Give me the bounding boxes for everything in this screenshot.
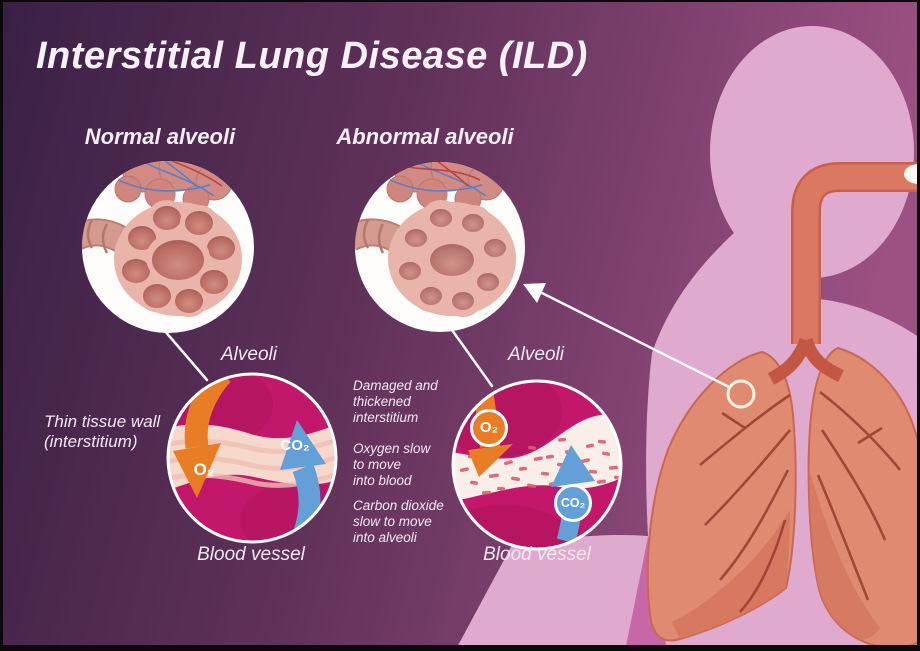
blood-vessel-label-normal: Blood vessel [197, 544, 305, 565]
lungs-illustration [646, 346, 920, 649]
normal-alveoli-heading: Normal alveoli [84, 124, 236, 149]
trachea [767, 162, 920, 385]
connector-lines [156, 321, 494, 388]
capillaries [389, 162, 487, 197]
blood-vessel-label-abnormal: Blood vessel [483, 544, 591, 565]
arrowhead-icon [523, 283, 546, 303]
lung-marker-circle [726, 379, 756, 409]
normal-alveoli-illustration [82, 161, 254, 333]
page-title: Interstitial Lung Disease (ILD) [36, 35, 588, 77]
annotation-co2-slow: Carbon dioxide slow to move into alveoli [353, 498, 444, 545]
o2-label-normal: O₂ [193, 460, 215, 479]
normal-gas-exchange-illustration [166, 372, 338, 544]
alveoli-label-normal: Alveoli [221, 344, 277, 365]
co2-label-normal: CO₂ [280, 437, 310, 454]
o2-label-abnormal: O₂ [479, 419, 499, 436]
annotation-oxygen-slow: Oxygen slow to move into blood [353, 441, 431, 488]
abnormal-alveoli-illustration [355, 162, 525, 332]
tissue-wall-note: Thin tissue wall (interstitium) [44, 412, 161, 452]
abnormal-alveoli-heading: Abnormal alveoli [336, 124, 514, 149]
pointer-arrow [523, 283, 756, 409]
alveoli-label-abnormal: Alveoli [508, 344, 564, 365]
alveoli-sacs-thickened [388, 200, 516, 317]
bronchial-branches [699, 390, 902, 613]
larynx-highlight [904, 164, 920, 184]
co2-label-abnormal: CO₂ [560, 496, 586, 510]
arm-shape [455, 535, 648, 651]
o2-badge [470, 409, 508, 447]
alveoli-sacs [114, 200, 242, 317]
annotation-damaged-interstitium: Damaged and thickened interstitium [353, 378, 438, 425]
co2-badge [554, 484, 592, 522]
